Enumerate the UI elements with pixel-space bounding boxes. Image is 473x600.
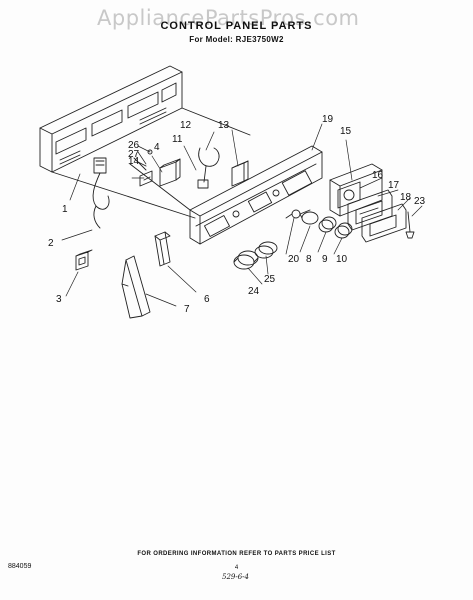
part-10-knob xyxy=(334,222,353,239)
part-label-9: 9 xyxy=(322,254,328,265)
part-label-26: 26 xyxy=(128,140,140,151)
part-9-knob xyxy=(318,216,337,233)
leader-lines xyxy=(61,123,423,307)
part-label-6: 6 xyxy=(204,294,210,305)
part-20-shaft xyxy=(285,209,301,219)
part-label-8: 8 xyxy=(306,254,312,265)
part-1-rear-housing xyxy=(39,65,251,219)
part-14-terminal xyxy=(139,170,153,187)
handwritten-note: 529-6-4 xyxy=(222,573,249,581)
page-title: CONTROL PANEL PARTS xyxy=(160,20,313,32)
part-25-knob xyxy=(254,241,278,259)
part-7-side-bracket xyxy=(121,255,151,319)
part-12-thermostat xyxy=(197,147,220,189)
part-label-18: 18 xyxy=(400,192,412,203)
part-15-display-housing xyxy=(329,163,383,217)
part-19-control-console xyxy=(129,145,323,245)
part-label-16: 16 xyxy=(372,170,384,181)
part-label-10: 10 xyxy=(336,254,348,265)
part-13-switch xyxy=(231,160,249,187)
part-23-screw xyxy=(405,211,415,239)
part-labels: 1 2 3 4 5 6 7 8 9 10 11 12 13 14 15 16 1… xyxy=(48,114,426,315)
part-8-knob xyxy=(299,209,319,225)
part-24-knob xyxy=(233,250,259,270)
part-label-13: 13 xyxy=(218,120,230,131)
part-label-17: 17 xyxy=(388,180,400,191)
part-label-1: 1 xyxy=(62,204,68,215)
model-subtitle: For Model: RJE3750W2 xyxy=(189,35,284,44)
part-3-clip xyxy=(75,249,93,271)
part-label-24: 24 xyxy=(248,286,260,297)
page-number: 4 xyxy=(234,565,239,571)
part-label-20: 20 xyxy=(288,254,300,265)
part-label-4: 4 xyxy=(154,142,160,153)
part-label-12: 12 xyxy=(180,120,192,131)
part-2-wire-harness xyxy=(92,157,110,229)
watermark: AppliancePartsPros.com xyxy=(97,6,360,30)
part-label-25: 25 xyxy=(264,274,276,285)
part-label-15: 15 xyxy=(340,126,352,137)
part-label-7: 7 xyxy=(184,304,190,315)
part-label-11: 11 xyxy=(172,134,183,145)
part-label-14: 14 xyxy=(128,156,140,167)
part-6-bracket xyxy=(154,231,171,267)
part-label-3: 3 xyxy=(56,294,62,305)
document-number: 884059 xyxy=(8,563,32,570)
part-label-2: 2 xyxy=(48,238,54,249)
part-label-23: 23 xyxy=(414,196,426,207)
part-4-switch xyxy=(159,158,181,187)
part-label-27: 27 xyxy=(128,149,140,160)
part-label-19: 19 xyxy=(322,114,334,125)
part-26-27-hardware xyxy=(133,149,153,171)
ordering-note: FOR ORDERING INFORMATION REFER TO PARTS … xyxy=(137,551,336,557)
part-18-lens xyxy=(361,203,407,243)
